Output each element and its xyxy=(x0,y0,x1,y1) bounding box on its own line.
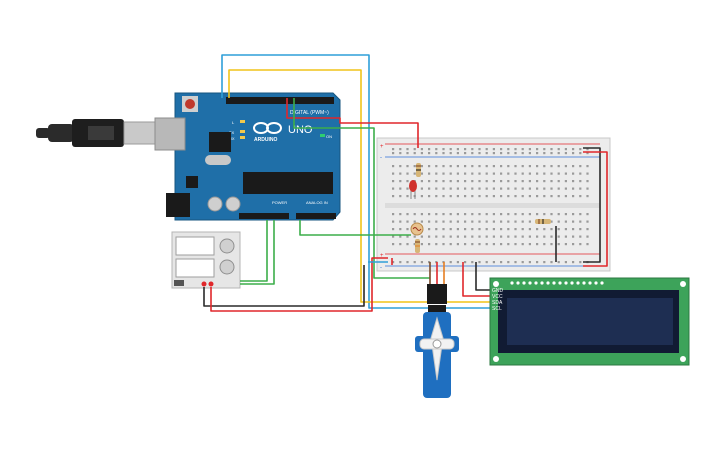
resistor-led[interactable] xyxy=(416,163,421,177)
wire-red-led xyxy=(286,98,419,148)
wire-green-power1 xyxy=(240,220,268,282)
wires xyxy=(203,54,608,312)
digital-header[interactable] xyxy=(226,97,334,104)
lcd-pin-vcc: VCC xyxy=(492,294,503,300)
arduino-brand: ARDUINO xyxy=(254,137,277,143)
resistor-right[interactable] xyxy=(535,219,551,224)
digital-label: DIGITAL (PWM~) xyxy=(290,110,329,116)
wire-green-power2 xyxy=(240,220,275,285)
on-led-label: ON xyxy=(326,134,332,139)
l-led-label: L xyxy=(232,120,235,125)
power-supply-module[interactable] xyxy=(171,231,241,289)
analog-in-label: ANALOG IN xyxy=(306,200,328,205)
lcd-display[interactable]: GND VCC SDA SCL xyxy=(489,277,690,366)
lcd-pin-gnd: GND xyxy=(492,288,504,294)
uno-label: UNO xyxy=(288,124,313,136)
lcd-pin-sda: SDA xyxy=(492,300,503,306)
wire-red-power xyxy=(210,257,388,312)
breadboard[interactable]: + - + - xyxy=(376,137,611,272)
rail-minus-top: - xyxy=(380,155,382,161)
atmega-chip xyxy=(243,172,333,194)
power-header[interactable] xyxy=(239,213,289,219)
wire-yellow xyxy=(228,69,496,303)
rx-led-label: RX xyxy=(229,136,235,141)
lcd-screen xyxy=(507,298,673,345)
rail-plus-top: + xyxy=(380,144,384,150)
wire-red-right xyxy=(583,151,608,267)
arduino-uno-board[interactable]: DIGITAL (PWM~) L TX RX ARDUINO UNO ON PO… xyxy=(154,92,341,221)
wire-red-lcd xyxy=(462,262,496,297)
wire-green-analog xyxy=(299,220,411,236)
wire-black-right xyxy=(583,147,601,263)
rail-minus-bottom: - xyxy=(380,265,382,271)
resistor-ldr[interactable] xyxy=(415,239,420,253)
lcd-top-pins xyxy=(510,281,604,285)
rail-plus-bottom: + xyxy=(380,253,384,259)
red-led[interactable] xyxy=(409,180,417,199)
wire-black-rail xyxy=(203,265,365,307)
breadboard-holes xyxy=(392,148,589,264)
wire-black-lcd xyxy=(475,262,496,291)
power-label: POWER xyxy=(272,200,287,205)
wire-blue xyxy=(221,54,496,309)
analog-header[interactable] xyxy=(296,213,336,219)
tx-led-label: TX xyxy=(229,130,234,135)
servo-motor[interactable] xyxy=(415,284,459,398)
lcd-pin-scl: SCL xyxy=(492,306,502,312)
wire-green-digital xyxy=(293,98,430,279)
photoresistor[interactable] xyxy=(410,222,424,236)
usb-cable xyxy=(36,119,159,147)
